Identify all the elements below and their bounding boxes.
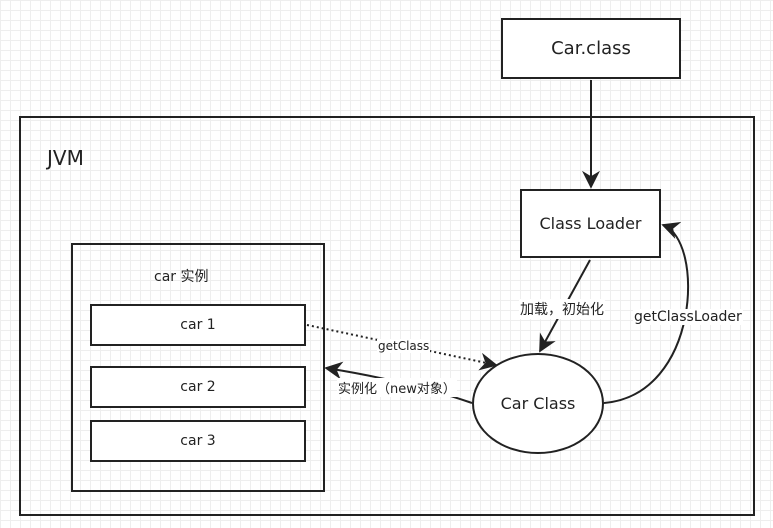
class-loader-label: Class Loader bbox=[539, 214, 642, 233]
car-instances-container bbox=[71, 243, 325, 492]
car-instance-1: car 1 bbox=[90, 304, 306, 346]
car-instances-title: car 实例 bbox=[154, 269, 209, 285]
edge-label-get-class-loader: getClassLoader bbox=[633, 309, 743, 325]
edge-label-instantiate: 实例化（new对象） bbox=[337, 378, 457, 397]
car-instance-3-label: car 3 bbox=[180, 433, 216, 449]
car-class-file-label: Car.class bbox=[551, 38, 631, 59]
car-instance-3: car 3 bbox=[90, 420, 306, 462]
car-instance-1-label: car 1 bbox=[180, 317, 216, 333]
edge-label-get-class: getClass bbox=[377, 339, 431, 353]
car-class-file-node: Car.class bbox=[501, 18, 681, 79]
car-instance-2-label: car 2 bbox=[180, 379, 216, 395]
jvm-label: JVM bbox=[47, 146, 84, 170]
jvm-container bbox=[19, 116, 755, 516]
car-instance-2: car 2 bbox=[90, 366, 306, 408]
class-loader-node: Class Loader bbox=[520, 189, 661, 258]
edge-label-load-init: 加载，初始化 bbox=[519, 299, 605, 319]
car-class-label: Car Class bbox=[500, 394, 576, 413]
